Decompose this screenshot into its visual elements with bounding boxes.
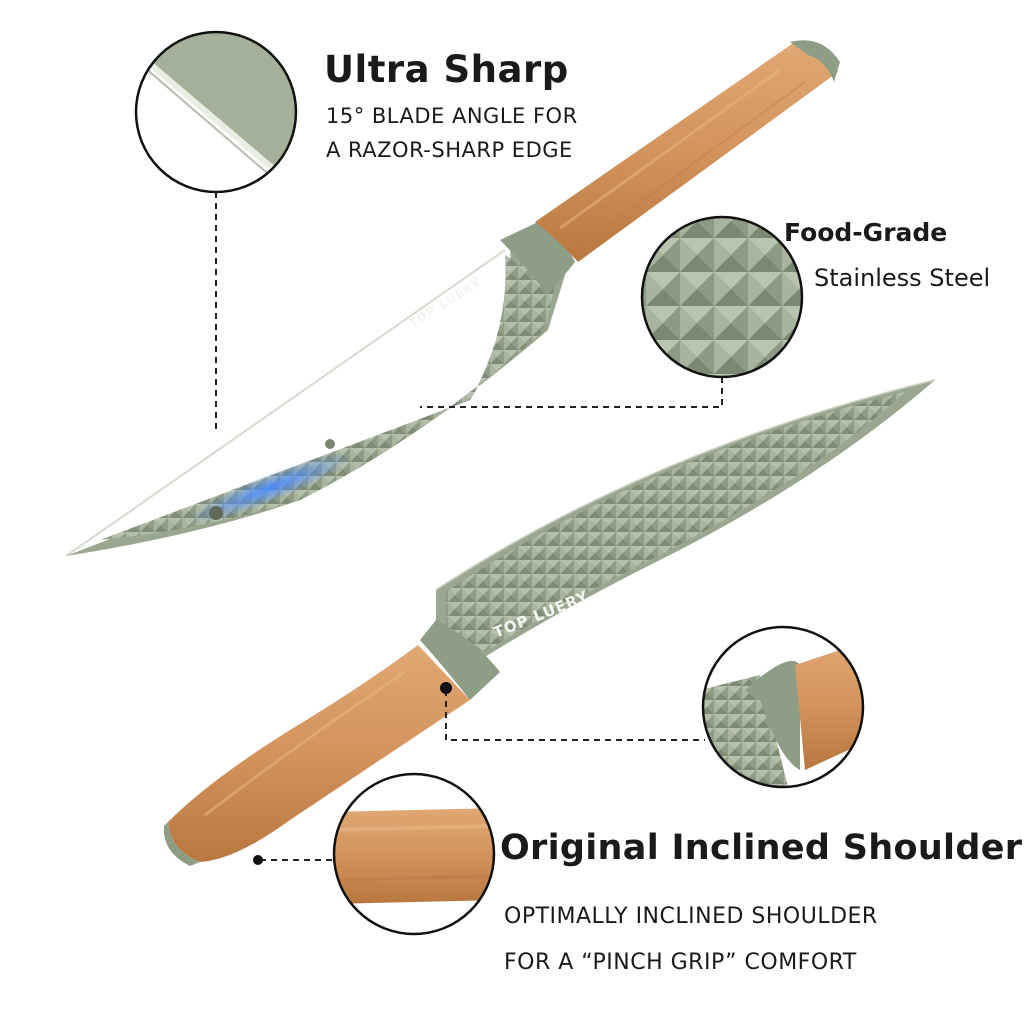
- top-knife-handle: [535, 43, 838, 262]
- bottom-knife-blade-texture: [446, 392, 905, 652]
- feature-title-sharpness: Ultra Sharp: [324, 48, 569, 91]
- top-knife-bolster: [500, 222, 575, 295]
- detail-circle-texture: [640, 215, 804, 379]
- callout-lines: [215, 192, 723, 861]
- feature-text-sharpness-line1: 15° BLADE ANGLE FOR: [326, 104, 578, 128]
- callout-dot-shoulder: [440, 682, 452, 694]
- top-knife-blade-texture: [100, 255, 555, 540]
- callout-dot-handle: [253, 855, 263, 865]
- feature-text-shoulder-line2: FOR A “PINCH GRIP” COMFORT: [504, 950, 857, 975]
- detail-circle-handle: [332, 772, 496, 936]
- callout-line-shoulder: [445, 690, 705, 741]
- bottom-knife-bolster: [420, 620, 500, 700]
- callout-line-material: [420, 377, 723, 408]
- bottom-knife: TOP LUERY: [163, 379, 936, 866]
- top-knife-brand: TOP LUERY: [406, 275, 484, 331]
- blade-hole-icon: [209, 506, 223, 520]
- sharp-edge-glow: [186, 451, 354, 525]
- detail-circle-edge: [134, 30, 298, 194]
- feature-text-material-line1: Stainless Steel: [814, 264, 991, 292]
- feature-text-shoulder-line1: OPTIMALLY INCLINED SHOULDER: [504, 904, 878, 929]
- bottom-knife-handle: [168, 645, 470, 862]
- feature-title-material: Food-Grade: [784, 218, 948, 247]
- bottom-knife-end-cap: [163, 822, 200, 866]
- detail-circle-shoulder: [701, 625, 865, 789]
- feature-title-shoulder: Original Inclined Shoulder: [500, 828, 1023, 868]
- top-knife-end-cap: [790, 40, 840, 82]
- top-knife-blade: [66, 245, 565, 556]
- feature-text-sharpness-line2: A RAZOR-SHARP EDGE: [326, 138, 573, 162]
